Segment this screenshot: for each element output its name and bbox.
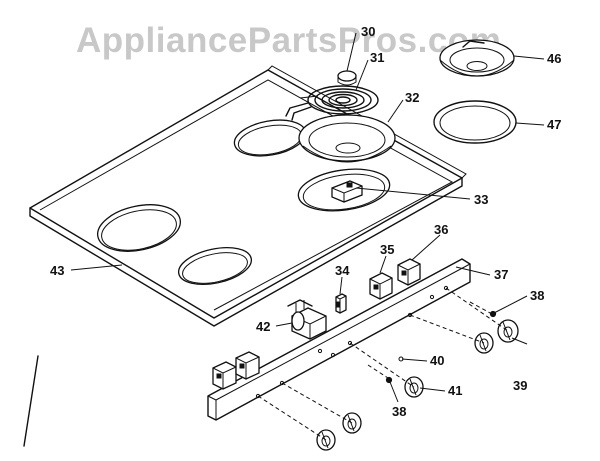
callout-30: 30 (361, 24, 375, 39)
cooktop-top-panel[interactable] (29, 65, 467, 327)
surface-element-coil[interactable] (285, 85, 379, 121)
callout-37: 37 (494, 267, 508, 282)
control-panel[interactable] (207, 258, 471, 421)
callout-34: 34 (335, 263, 350, 278)
infinite-switch-left-b[interactable] (235, 351, 260, 380)
watermark-text: AppliancePartsPros.com (76, 21, 501, 60)
element-receptacle[interactable] (331, 180, 363, 203)
infinite-switch-35[interactable] (369, 272, 393, 300)
callout-38-upper: 38 (530, 288, 544, 303)
trim-ring[interactable] (433, 100, 517, 144)
callout-32: 32 (405, 90, 419, 105)
element-terminal-block[interactable] (337, 70, 357, 86)
callout-43: 43 (50, 263, 64, 278)
burner-opening-rear-left (233, 119, 307, 157)
assembly-lines (257, 287, 509, 441)
callout-38-lower: 38 (392, 404, 406, 419)
burner-opening-front-left (97, 204, 181, 252)
callout-41: 41 (448, 383, 462, 398)
callout-42: 42 (256, 319, 270, 334)
drip-bowl[interactable] (298, 114, 396, 163)
callout-31: 31 (370, 50, 384, 65)
callout-36: 36 (434, 222, 448, 237)
infinite-switch-36[interactable] (397, 258, 421, 286)
callout-47: 47 (547, 117, 561, 132)
oven-control-thermostat[interactable] (287, 299, 327, 340)
callout-33: 33 (474, 192, 488, 207)
signal-light[interactable] (335, 293, 347, 314)
margin-line (23, 355, 39, 447)
knob-spring-clip-lower[interactable] (385, 376, 393, 384)
control-knob-39[interactable] (497, 319, 519, 343)
callout-35: 35 (380, 242, 394, 257)
reflector-bowl[interactable] (439, 39, 515, 77)
callout-40: 40 (430, 353, 444, 368)
leader-lines (70, 32, 545, 403)
callout-39: 39 (513, 378, 527, 393)
callout-46: 46 (547, 51, 561, 66)
infinite-switch-left-a[interactable] (212, 361, 237, 390)
burner-opening-front-right (177, 247, 253, 285)
